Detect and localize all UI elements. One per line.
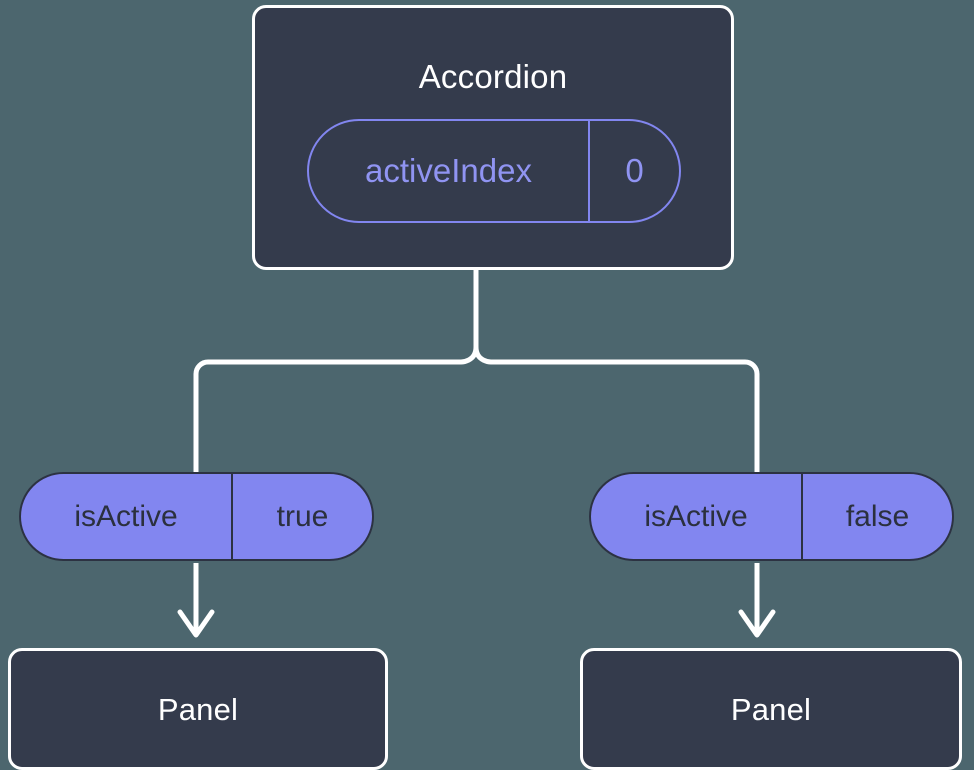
panel-title: Panel [730, 692, 812, 727]
prop-pill-value: true [276, 499, 329, 533]
state-pill-key: activeIndex [309, 121, 590, 221]
accordion-title: Accordion [418, 58, 568, 95]
prop-pill-value: false [845, 499, 910, 533]
panel-component-left[interactable]: Panel [8, 648, 388, 770]
state-pill-active-index[interactable]: activeIndex 0 [307, 119, 681, 223]
prop-pill-is-active-right[interactable]: isActive false [589, 472, 954, 561]
connector-split-right [473, 346, 760, 472]
arrow-down-icon [738, 563, 776, 638]
panel-title: Panel [157, 692, 239, 727]
state-pill-value: 0 [625, 152, 644, 189]
prop-pill-key: isActive [591, 474, 803, 559]
prop-pill-is-active-left[interactable]: isActive true [19, 472, 374, 561]
connector-split-left [193, 346, 479, 472]
panel-component-right[interactable]: Panel [580, 648, 962, 770]
arrow-down-icon [177, 563, 215, 638]
prop-pill-key: isActive [21, 474, 233, 559]
